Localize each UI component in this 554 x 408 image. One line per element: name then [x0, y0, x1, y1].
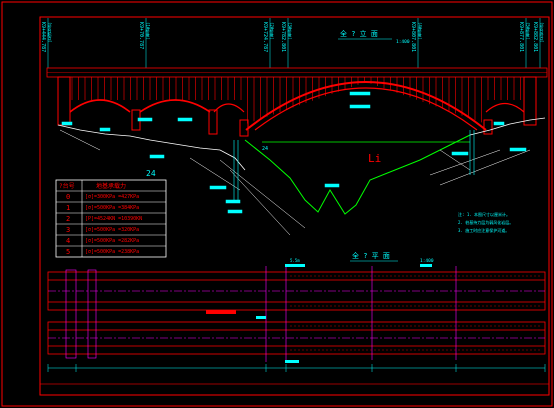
- station-note: (桥台终点): [540, 22, 545, 43]
- elevation-title: 全 ? 立 面: [340, 29, 378, 38]
- plan-marker-3: [206, 310, 236, 314]
- table-row-value: [σ]=500KPa =282KPa: [85, 238, 139, 244]
- plan-marker-1: [285, 264, 305, 267]
- plan-title: 全 ? 平 面: [352, 251, 390, 260]
- approach-arch-2: [139, 99, 211, 113]
- notes-block: 注: 1. 本图尺寸以厘米计。 2. 桩基持力层为弱风化岩层。 3. 施工时应注意保…: [458, 211, 513, 233]
- station-note: (3#桥墩): [288, 22, 293, 40]
- plan-pier-lines: [265, 266, 457, 362]
- approach-arch-1: [69, 99, 131, 113]
- table-row-value: [P]=4524KN =10390KN: [85, 216, 142, 222]
- elevation-dimension-markers: [61, 91, 527, 214]
- table-row-value: [σ]=300KPa =427KPa: [85, 194, 139, 200]
- table-row-no: 0: [66, 193, 70, 201]
- station-labels: K9+444.787(桥台起点) K9+70.787(1#桥墩) K9+724.78…: [40, 18, 545, 68]
- plan-scale: 1:400: [420, 258, 434, 264]
- table-row-no: 4: [66, 237, 70, 245]
- main-arch-inner: [254, 87, 478, 131]
- plan-marker-4: [256, 316, 266, 319]
- station-kp: K9+807.801: [410, 22, 416, 52]
- table-row-no: 5: [66, 248, 70, 256]
- ground-line-right: [469, 117, 546, 136]
- station-note: (5#桥墩): [526, 22, 531, 40]
- table-row-value: [σ]=500KPa =238KPa: [85, 249, 139, 255]
- ground-line-river: [244, 134, 471, 215]
- station-kp: K9+70.787: [138, 22, 144, 49]
- note-line: 3. 施工时应注意保护河道。: [458, 227, 509, 233]
- table-row-value: [σ]=500KPa =384KPa: [85, 205, 139, 211]
- table-row-no: 2: [66, 215, 70, 223]
- main-arch-outer: [245, 81, 487, 131]
- station-note: (4#桥墩): [418, 22, 423, 40]
- left-pier-mark: 24: [146, 169, 156, 178]
- deck-spandrel-columns: [71, 77, 521, 124]
- plan-dim-1: 5.5m: [290, 258, 300, 263]
- foundation-piles: [233, 130, 475, 200]
- note-line: 注: 1. 本图尺寸以厘米计。: [458, 211, 510, 217]
- station-kp: K9+882.801: [532, 22, 538, 52]
- station-kp: K9+877.801: [518, 22, 524, 52]
- plan-abutments: [65, 269, 97, 359]
- station-note: (桥台起点): [48, 22, 53, 43]
- station-kp: K9+782.801: [280, 22, 286, 52]
- right-approach-arch: [485, 102, 525, 113]
- table-row-no: 3: [66, 226, 70, 234]
- plan-dimension-ticks: [47, 364, 546, 372]
- station-note: (1#桥墩): [146, 22, 151, 40]
- station-note: (2#桥墩): [270, 22, 275, 40]
- plan-deck-upper: [47, 271, 546, 311]
- table-row-value: [σ]=500KPa =320KPa: [85, 227, 139, 233]
- river-mark: Li: [368, 152, 381, 165]
- bearing-capacity-table: ?台号 地基承载力 0 [σ]=300KPa =427KPa 1 [σ]=500KPa =…: [55, 179, 167, 258]
- station-kp: K9+724.787: [262, 22, 268, 52]
- plan-deck-hatch: [290, 275, 540, 351]
- table-border: [55, 179, 167, 258]
- approach-arch-3: [213, 103, 245, 113]
- piers: [57, 76, 537, 137]
- table-row-no: 1: [66, 204, 70, 212]
- plan-marker-2: [420, 264, 432, 267]
- station-kp: K9+444.787: [40, 22, 46, 52]
- note-line: 2. 桩基持力层为弱风化岩层。: [458, 219, 513, 225]
- ground-line-left: [57, 124, 246, 171]
- title-block: [39, 383, 550, 396]
- span-mark-1: 24: [262, 146, 268, 152]
- plan-deck-lower: [47, 321, 546, 355]
- table-header-no: ?台号: [59, 182, 75, 190]
- plan-marker-5: [285, 360, 299, 363]
- elevation-scale: 1:400: [396, 39, 410, 45]
- table-header-capacity: 地基承载力: [96, 182, 126, 190]
